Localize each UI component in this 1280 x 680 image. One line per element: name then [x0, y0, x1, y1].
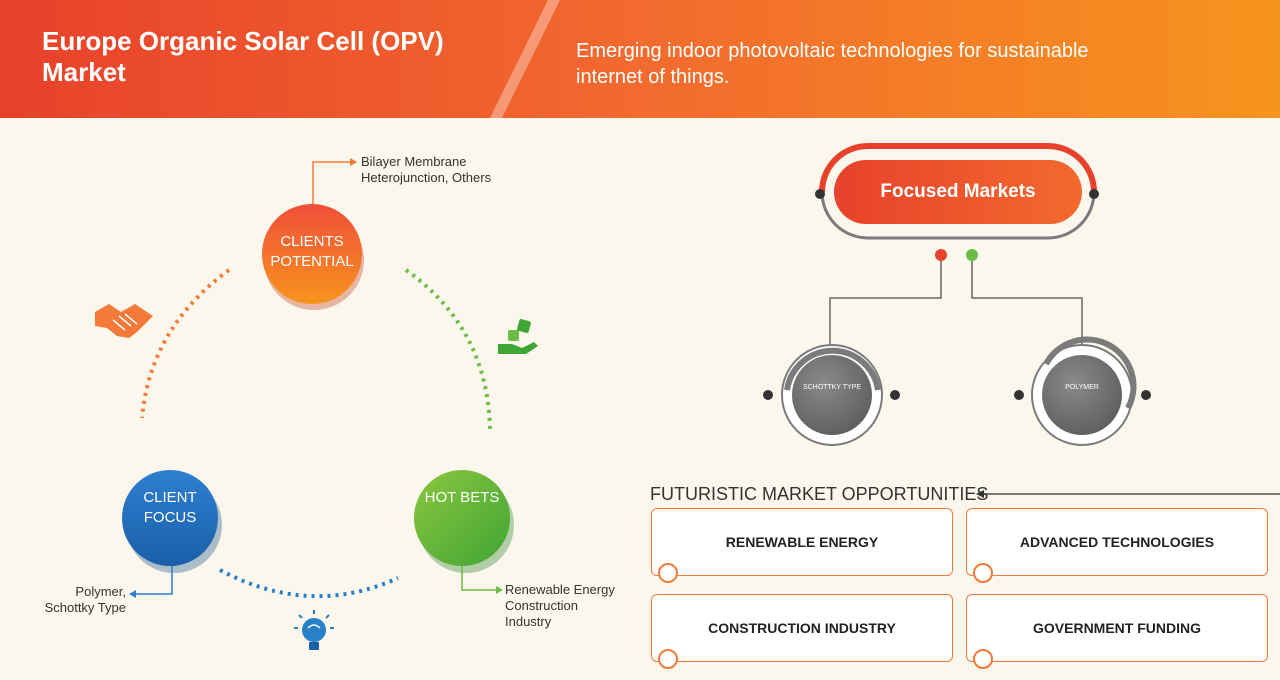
infographic-graphics	[95, 143, 1280, 650]
hot-bets-circle	[414, 470, 510, 566]
dice-hand-icon	[498, 319, 538, 354]
polymer-circle	[1042, 355, 1122, 435]
connector-dot-green	[966, 249, 978, 261]
hot-bets-label: HOT BETS	[424, 489, 500, 506]
page-title: Europe Organic Solar Cell (OPV) Market	[42, 26, 444, 87]
polymer-label: POLYMER	[1065, 384, 1099, 391]
header-divider-stripe	[490, 0, 560, 118]
clients-callout: Bilayer Membrane Heterojunction, Others	[361, 154, 492, 185]
arc-orange	[140, 268, 231, 419]
opportunity-card-construction-industry: CONSTRUCTION INDUSTRY	[651, 594, 953, 669]
clients-callout-line	[312, 161, 350, 204]
arc-blue	[219, 568, 399, 599]
client-focus-callout-line	[136, 566, 173, 595]
focused-markets-title: Focused Markets	[880, 181, 1036, 202]
connector-dot-red	[935, 249, 947, 261]
clients-potential-circle	[262, 204, 362, 304]
lightbulb-icon	[294, 610, 334, 650]
client-focus-callout: Polymer, Schottky Type	[44, 584, 126, 615]
header-banner: Europe Organic Solar Cell (OPV) Market E…	[0, 0, 1280, 118]
opportunity-card-renewable-energy: RENEWABLE ENERGY	[651, 508, 953, 583]
page-subtitle: Emerging indoor photovoltaic technologie…	[576, 40, 1089, 88]
opportunities-title: FUTURISTIC MARKET OPPORTUNITIES	[650, 484, 989, 504]
client-focus-label: CLIENT FOCUS	[143, 489, 197, 526]
clients-potential-label: CLIENTS POTENTIAL	[270, 233, 354, 270]
hot-bets-callout: Renewable Energy Construction Industry	[505, 582, 615, 629]
focused-markets-pill	[834, 160, 1082, 224]
main-content: CLIENTS POTENTIAL CLIENT FOCUS HOT BETS …	[0, 118, 1280, 680]
header-background	[0, 0, 1280, 118]
opportunity-card-government-funding: GOVERNMENT FUNDING	[966, 594, 1268, 669]
client-focus-circle	[122, 470, 218, 566]
arc-green	[404, 268, 492, 431]
handshake-icon	[95, 304, 153, 338]
schottky-type-label: SCHOTTKY TYPE	[802, 384, 862, 391]
hot-bets-callout-line	[461, 566, 496, 591]
schottky-circle	[792, 355, 872, 435]
opportunity-card-advanced-technologies: ADVANCED TECHNOLOGIES	[966, 508, 1268, 583]
